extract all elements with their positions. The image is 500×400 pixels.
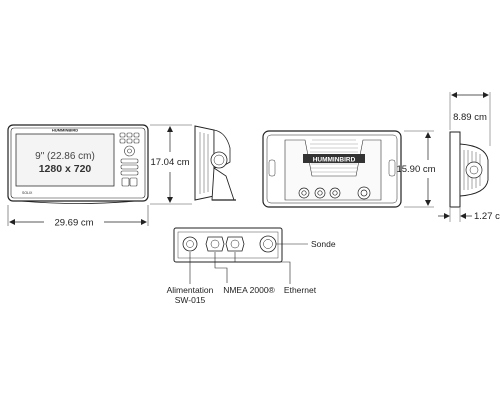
front-height-dimension: 17.04 cm bbox=[150, 124, 192, 205]
nmea-connector bbox=[210, 239, 220, 249]
back-height-label: 15.90 cm bbox=[396, 164, 435, 175]
nmea-label: NMEA 2000® bbox=[223, 285, 275, 295]
ethernet-label: Ethernet bbox=[284, 285, 317, 295]
front-width-label: 29.69 cm bbox=[54, 218, 93, 229]
side-profile bbox=[449, 131, 489, 208]
front-model-label: SOLIX bbox=[22, 191, 33, 195]
resolution-label: 1280 x 720 bbox=[39, 163, 92, 175]
side-view-mount bbox=[194, 125, 236, 201]
side-depth-label: 8.89 cm bbox=[453, 112, 487, 123]
side-mount-label: 1.27 cm bbox=[474, 211, 500, 222]
side-mount-dimension: 1.27 cm bbox=[438, 208, 500, 222]
back-brand-logo: HUMMINBIRD bbox=[313, 157, 356, 164]
ethernet-connector bbox=[230, 239, 240, 249]
sonar-label: Sonde bbox=[311, 239, 336, 249]
front-view: HUMMINBIRD SOLIX 9" (22.86 cm) 1280 x 72… bbox=[7, 124, 149, 204]
screen-size-label: 9" (22.86 cm) bbox=[35, 151, 95, 162]
front-keypad bbox=[119, 132, 140, 187]
connector-panel bbox=[173, 227, 283, 263]
back-view: HUMMINBIRD bbox=[262, 130, 402, 208]
back-connector-row bbox=[298, 186, 371, 200]
front-screen bbox=[15, 133, 115, 187]
power-sub-label: SW-015 bbox=[175, 295, 206, 305]
power-label: Alimentation bbox=[167, 285, 214, 295]
connector-leaders bbox=[189, 243, 308, 284]
front-brand-logo: HUMMINBIRD bbox=[52, 128, 78, 133]
front-height-label: 17.04 cm bbox=[150, 157, 189, 168]
front-width-dimension: 29.69 cm bbox=[7, 205, 149, 229]
side-depth-dimension: 8.89 cm bbox=[449, 92, 491, 146]
back-height-dimension: 15.90 cm bbox=[396, 130, 436, 208]
